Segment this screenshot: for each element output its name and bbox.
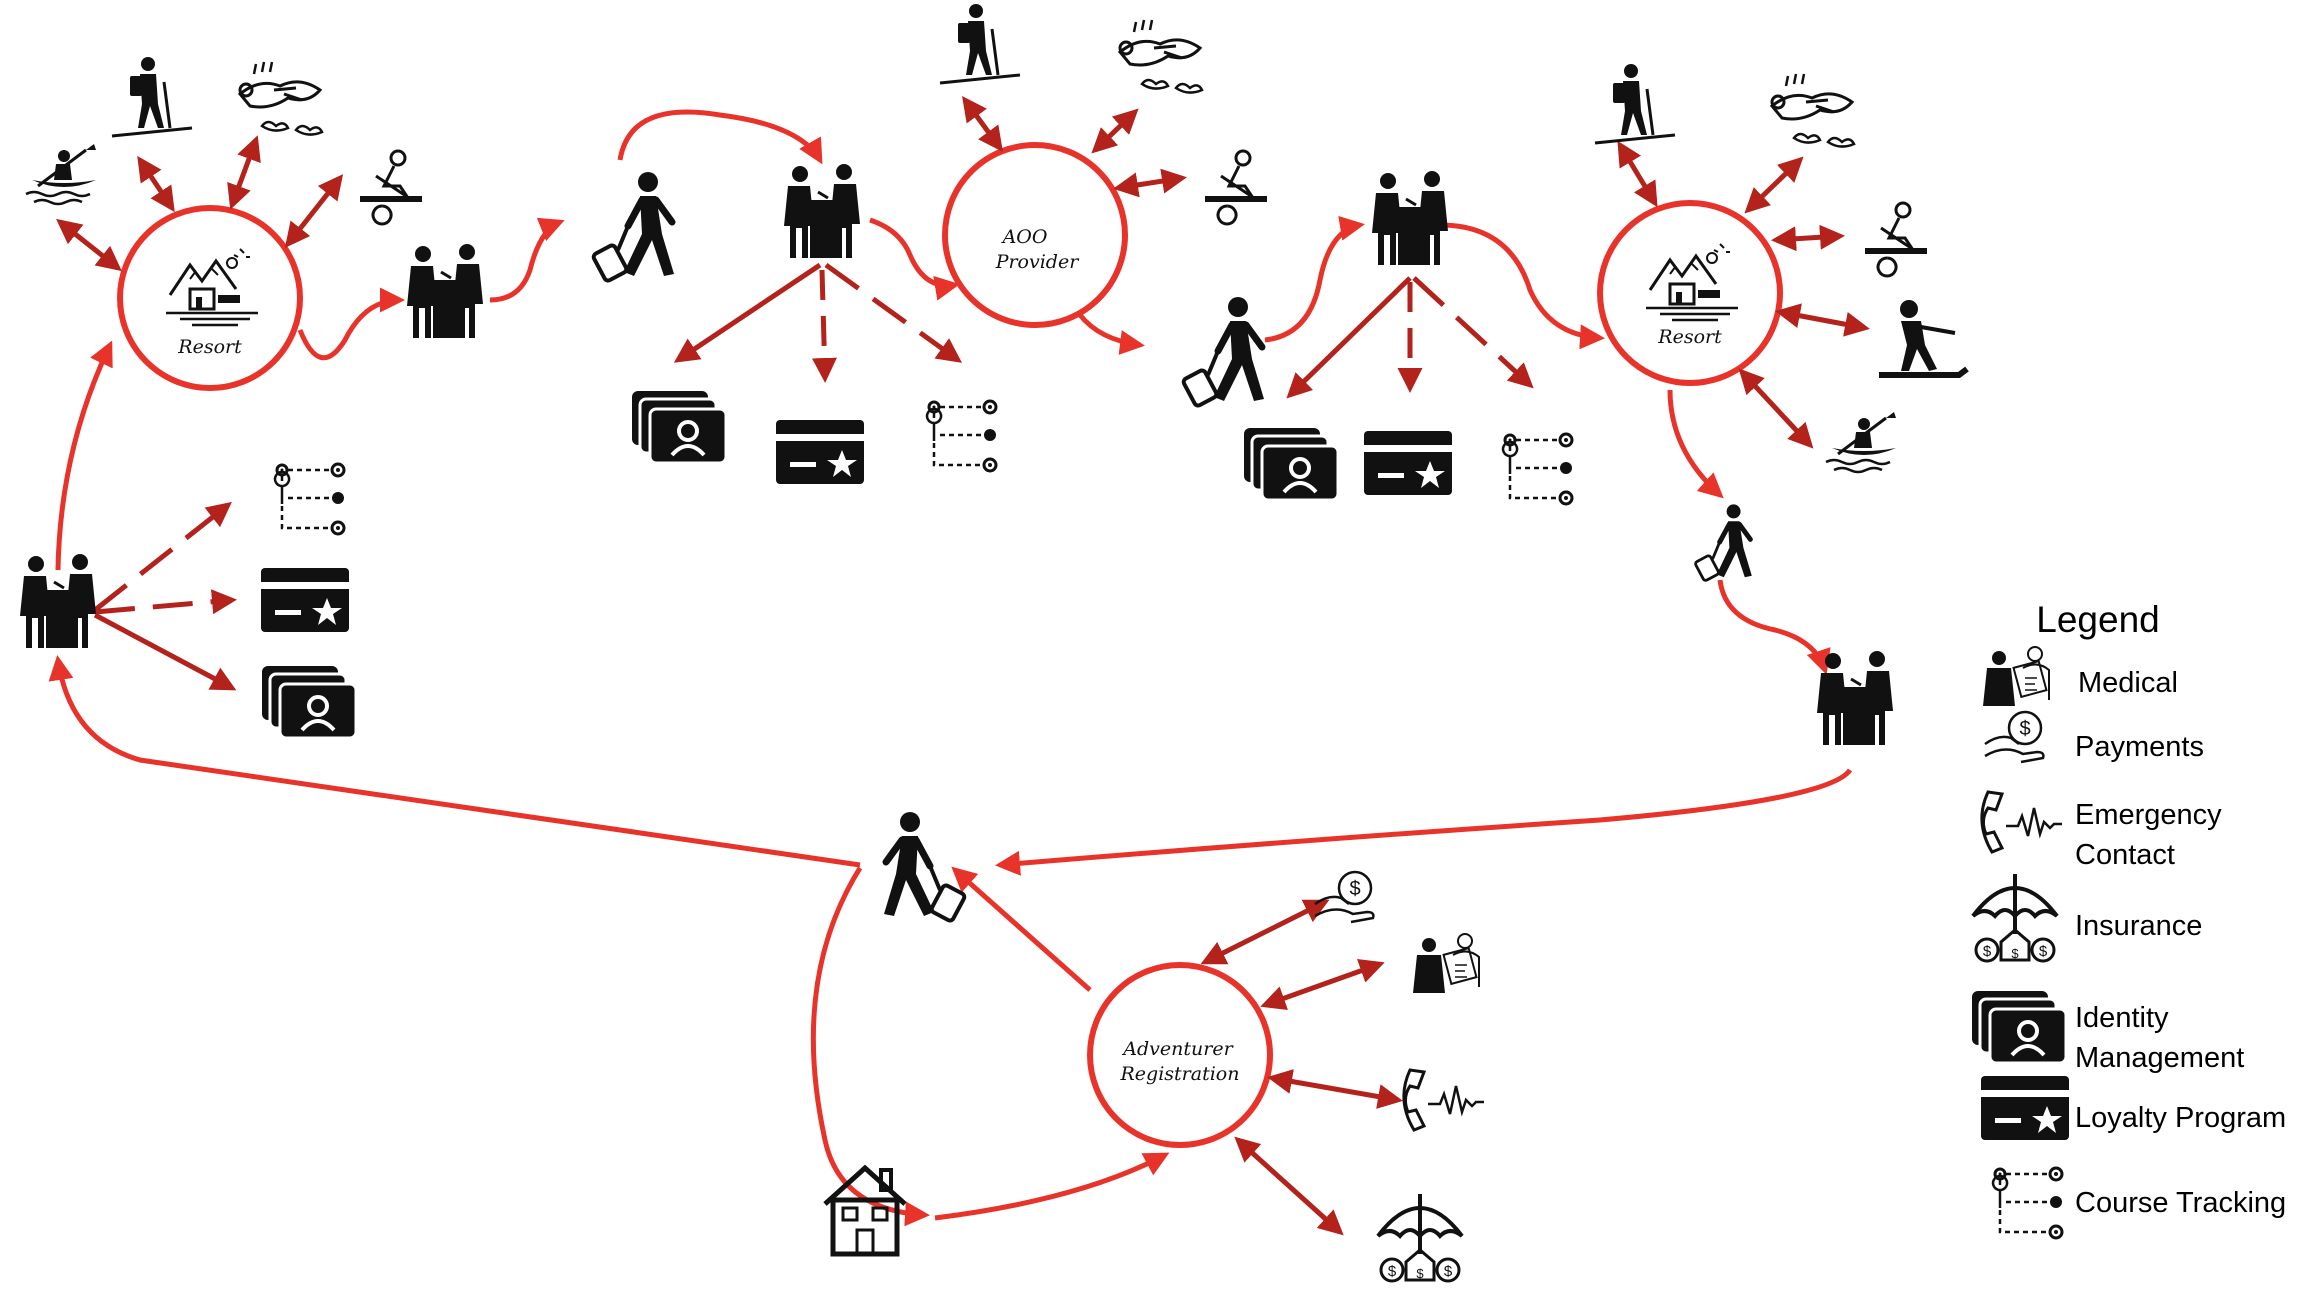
check-in-desk-icon [782,162,862,260]
payments-icon [1313,870,1375,924]
emergency-contact-icon [1402,1068,1486,1132]
flow-walker-to-home [810,866,930,1227]
loyalty-program-icon [776,420,864,484]
resort-right-label: Resort [1657,326,1722,348]
legend-label-medical: Medical [2078,667,2178,699]
paddleboard-icon [1203,149,1269,226]
service-links [93,262,1534,691]
hub-aoo-provider: AOO Provider [942,142,1128,328]
legend-insurance-icon [1971,872,2059,963]
skydiving-icon [1770,72,1856,149]
legend-label-payments: Payments [2075,731,2204,763]
legend: Legend Medical Payments Emergency Contac… [1970,599,2286,1240]
flow-walker-to-desk2 [617,109,823,165]
waterski-icon [1879,300,1967,375]
kayak-icon [24,142,98,206]
legend-label-emergency-line1: Emergency [2075,799,2222,831]
legend-label-course-tracking: Course Tracking [2075,1187,2286,1219]
legend-label-loyalty: Loyalty Program [2075,1102,2286,1134]
kayak-icon [1824,410,1898,474]
skydiving-icon [1118,18,1204,95]
flow-aoo-to-walker2 [1078,313,1145,355]
flow-home-to-registration [934,1152,1170,1221]
aoo-label-line2: Provider [995,251,1081,273]
identity-management-icon [260,664,358,740]
insurance-icon [1376,1192,1464,1283]
traveler-walker-icon [592,172,674,282]
paddleboard-icon [358,149,424,226]
legend-course-tracking-icon [1991,1166,2064,1240]
check-in-desk-icon [405,242,485,340]
paddleboard-icon [1863,201,1929,278]
loyalty-program-icon [261,568,349,632]
flow-desk2-to-aoo [869,217,960,301]
skydiving-icon [238,60,324,137]
legend-label-insurance: Insurance [2075,910,2202,942]
legend-identity-management-icon [1970,989,2068,1065]
traveler-walker-icon [1695,504,1752,581]
legend-label-identity-line2: Management [2075,1042,2244,1074]
activity-links [56,95,1870,1236]
legend-label-emergency-line2: Contact [2075,839,2175,871]
traveler-walker-icon [1182,297,1264,407]
flow-desk-left-to-resort [55,340,113,571]
flow-resort-right-to-walker3 [1667,389,1724,499]
traveler-icons [592,172,1751,922]
resort-left-label: Resort [177,336,242,358]
legend-emergency-contact-icon [1980,790,2064,854]
journey-flow [48,109,1853,1227]
flow-registration-to-walker [951,866,1092,992]
identity-management-icon [630,389,728,465]
registration-label-line1: Adventurer [1121,1038,1234,1060]
flow-desk3-to-resort-right [1439,222,1605,350]
legend-title: Legend [2036,599,2159,640]
course-tracking-icon [925,399,998,473]
hiker-icon [938,2,1022,85]
legend-loyalty-program-icon [1981,1076,2069,1140]
hiker-icon [110,55,194,138]
legend-label-identity-line1: Identity [2075,1002,2169,1034]
legend-payments-icon [1983,710,2045,764]
flow-desk-to-walker [489,217,565,303]
aoo-label-line1: AOO [1001,226,1048,248]
flow-walker3-to-desk4 [1717,579,1831,675]
flow-desk4-to-walker [995,768,1853,876]
check-in-desk-icon [1815,649,1895,747]
loyalty-program-icon [1364,431,1452,495]
hiker-icon [1593,62,1677,145]
course-tracking-icon [273,462,346,536]
course-tracking-icon [1501,432,1574,506]
hub-resort-right: Resort [1597,200,1783,386]
traveler-walker-icon [884,812,966,922]
hub-resort-left: Resort [117,205,303,391]
hub-adventurer-registration: Adventurer Registration [1087,962,1273,1148]
medical-icon [1412,933,1480,994]
flow-walker-to-desk-left [48,655,861,868]
identity-management-icon [1242,426,1340,502]
registration-label-line2: Registration [1120,1063,1240,1085]
check-in-desk-icon [1370,169,1450,267]
flow-walker2-to-desk3 [1264,215,1365,343]
flow-resort-to-desk [297,287,405,361]
legend-medical-icon [1982,646,2050,707]
